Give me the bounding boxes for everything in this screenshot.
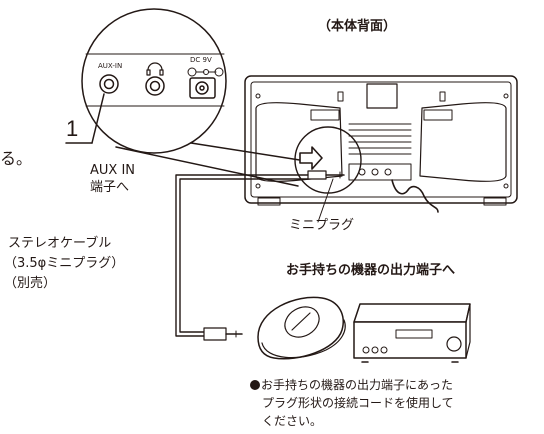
portable-player [257,296,346,360]
callout-number: 1 [66,116,79,141]
aux-in-label-line2: 端子へ [90,180,130,195]
mini-plug-label: ミニプラグ [289,218,355,233]
aux-in-jack-label: AUX-IN [98,62,123,70]
device-output-label: お手持ちの機器の出力端子へ [286,263,456,278]
main-unit-rear [244,75,518,206]
device-end-plug [203,327,243,341]
insert-arrow [299,146,323,170]
rear-view-label: （本体背面） [318,19,397,34]
bullet-icon [250,380,260,390]
aux-in-jack [99,74,119,94]
note-line-1: お手持ちの機器の出力端子にあった [250,376,453,394]
power-cord [391,179,439,213]
dc-jack-label: DC 9V [190,56,212,64]
cutoff-text: る。 [0,149,33,168]
stereo-component [353,303,471,363]
callout-leader [65,93,105,144]
mini-plug-leader [317,178,334,223]
note-text-1: お手持ちの機器の出力端子にあった [261,378,454,392]
note-line-2: プラグ形状の接続コードを使用して [262,396,454,410]
cable-label-line2: （3.5φミニプラグ） [4,256,125,271]
cable-label-line3: （別売） [4,276,57,291]
cable-label-line1: ステレオケーブル [8,236,112,251]
headphone-jack [145,62,165,96]
dc-in-jack [187,67,224,99]
stereo-cable [175,174,309,337]
aux-in-label-line1: AUX IN [90,163,136,178]
note-line-3: ください。 [262,414,323,428]
mini-plug [307,170,345,180]
